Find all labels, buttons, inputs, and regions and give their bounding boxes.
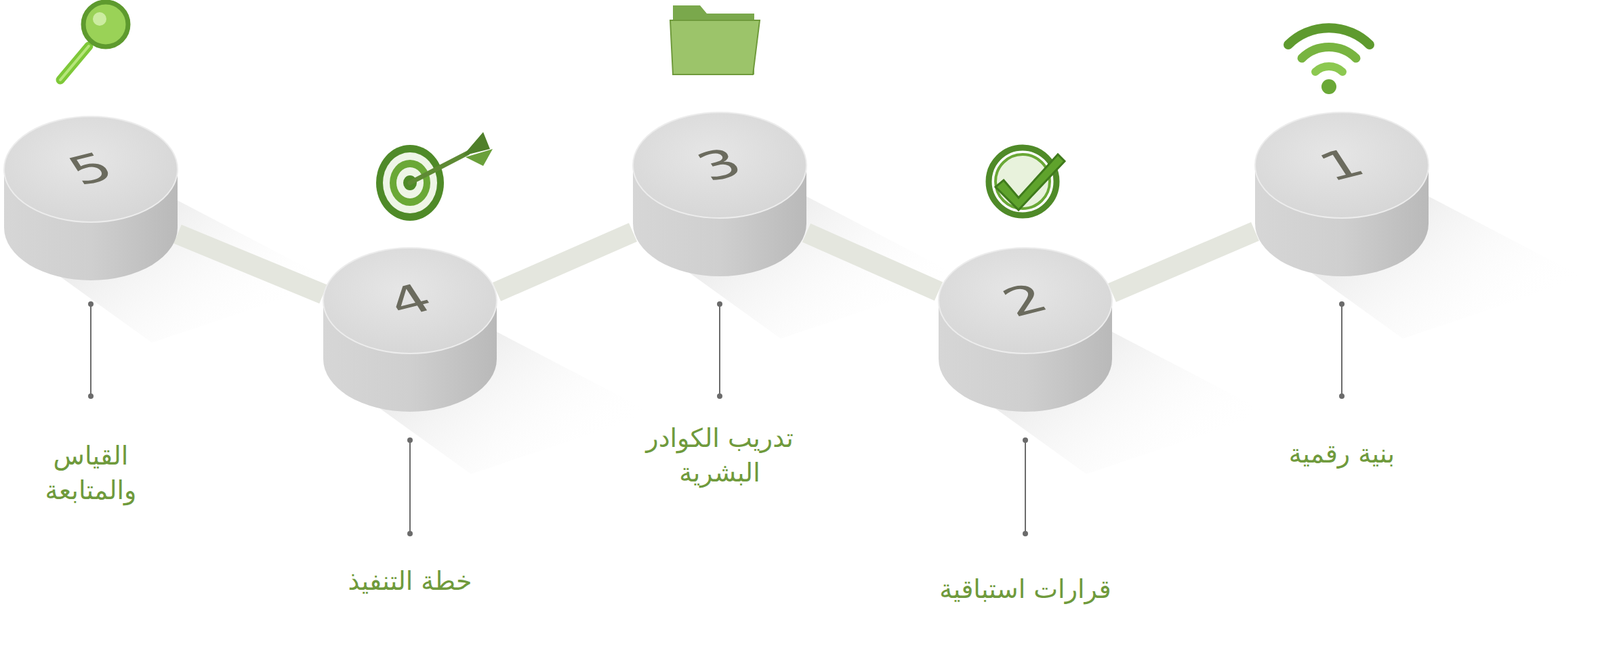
check-icon — [988, 147, 1065, 216]
leader-dot — [716, 393, 723, 400]
leader-dot — [716, 301, 723, 307]
leader-line — [1339, 301, 1345, 400]
step-label: تدريب الكوادر البشرية — [618, 421, 822, 492]
step-cylinder: 2قرارات استباقية — [938, 248, 1113, 413]
cylinder-shape — [632, 112, 807, 277]
leader-dot — [1022, 437, 1029, 444]
magnifier-icon — [60, 2, 129, 80]
leader-line — [716, 301, 723, 400]
cylinder-shape — [323, 248, 497, 413]
connector-band — [1112, 231, 1256, 293]
step-label: بنية رقمية — [1288, 437, 1395, 472]
leader-dot — [1339, 301, 1345, 307]
cylinder-shape — [4, 116, 178, 281]
cylinder-shape — [1255, 112, 1429, 277]
leader-line — [407, 437, 413, 537]
leader-stroke — [1024, 440, 1027, 535]
connector-band — [177, 234, 324, 295]
step-label: قرارات استباقية — [939, 572, 1111, 608]
leader-stroke — [1341, 304, 1343, 397]
leader-dot — [407, 437, 413, 444]
leader-dot — [1339, 393, 1345, 400]
cylinder-shape — [938, 248, 1113, 413]
leader-stroke — [90, 304, 92, 397]
leader-line — [88, 301, 94, 400]
step-cylinder: 4خطة التنفيذ — [323, 248, 497, 413]
leader-dot — [407, 531, 413, 537]
target-icon — [376, 132, 493, 221]
leader-dot — [88, 301, 94, 307]
wifi-icon — [1288, 27, 1370, 95]
step-cylinder: 1بنية رقمية — [1255, 112, 1429, 277]
step-cylinder: 5القياس والمتابعة — [4, 116, 178, 281]
connector-band — [496, 232, 633, 293]
leader-stroke — [719, 304, 721, 397]
step-label: القياس والمتابعة — [16, 439, 166, 509]
step-cylinder: 3تدريب الكوادر البشرية — [632, 112, 807, 277]
step-label: خطة التنفيذ — [348, 564, 473, 600]
folder-icon — [670, 5, 760, 75]
connector-band — [806, 233, 939, 292]
leader-dot — [1022, 531, 1029, 537]
leader-line — [1022, 437, 1029, 537]
leader-dot — [88, 393, 94, 400]
leader-stroke — [409, 440, 411, 535]
